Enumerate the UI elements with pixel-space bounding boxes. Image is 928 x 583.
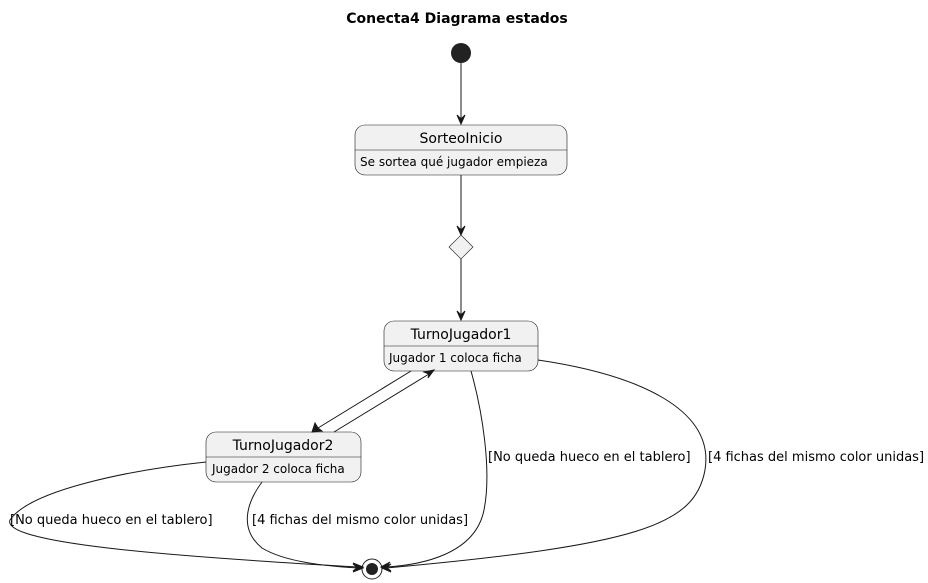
arrowhead bbox=[311, 421, 324, 433]
arrowhead bbox=[380, 563, 392, 573]
edge-turno2-win-to-final bbox=[246, 481, 359, 569]
initial-state bbox=[451, 43, 471, 63]
state-name: SorteoInicio bbox=[420, 131, 503, 147]
arrowhead bbox=[352, 563, 365, 573]
state-description: Jugador 1 coloca ficha bbox=[388, 351, 522, 365]
edge-turno2-to-turno1 bbox=[333, 373, 430, 433]
edge-label-turno1-full: [No queda hueco en el tablero] bbox=[488, 450, 691, 465]
state-turno-jugador2: TurnoJugador2 Jugador 2 coloca ficha bbox=[205, 431, 362, 483]
state-name: TurnoJugador1 bbox=[410, 327, 512, 343]
arrowhead bbox=[456, 310, 466, 322]
edge-turno1-full-to-final bbox=[385, 370, 488, 568]
state-turno-jugador1: TurnoJugador1 Jugador 1 coloca ficha bbox=[383, 320, 539, 372]
edge-turno1-to-turno2 bbox=[317, 370, 412, 429]
arrowhead bbox=[456, 114, 466, 126]
arrowhead bbox=[422, 369, 436, 379]
edge-label-turno2-full: [No queda hueco en el tablero] bbox=[10, 513, 213, 528]
edge-label-turno2-win: [4 fichas del mismo color unidas] bbox=[252, 513, 468, 528]
state-description: Se sortea qué jugador empieza bbox=[360, 155, 548, 169]
state-sorteo-inicio: SorteoInicio Se sortea qué jugador empie… bbox=[354, 124, 568, 176]
edge-label-turno1-win: [4 fichas del mismo color unidas] bbox=[708, 450, 924, 465]
edge-turno2-full-to-final bbox=[9, 461, 359, 568]
edge-turno1-win-to-final bbox=[385, 359, 707, 569]
arrowhead bbox=[456, 225, 466, 237]
choice-node bbox=[448, 234, 474, 260]
final-state bbox=[361, 558, 383, 580]
state-name: TurnoJugador2 bbox=[232, 438, 334, 454]
diagram-title: Conecta4 Diagrama estados bbox=[346, 11, 568, 27]
state-description: Jugador 2 coloca ficha bbox=[211, 462, 345, 476]
